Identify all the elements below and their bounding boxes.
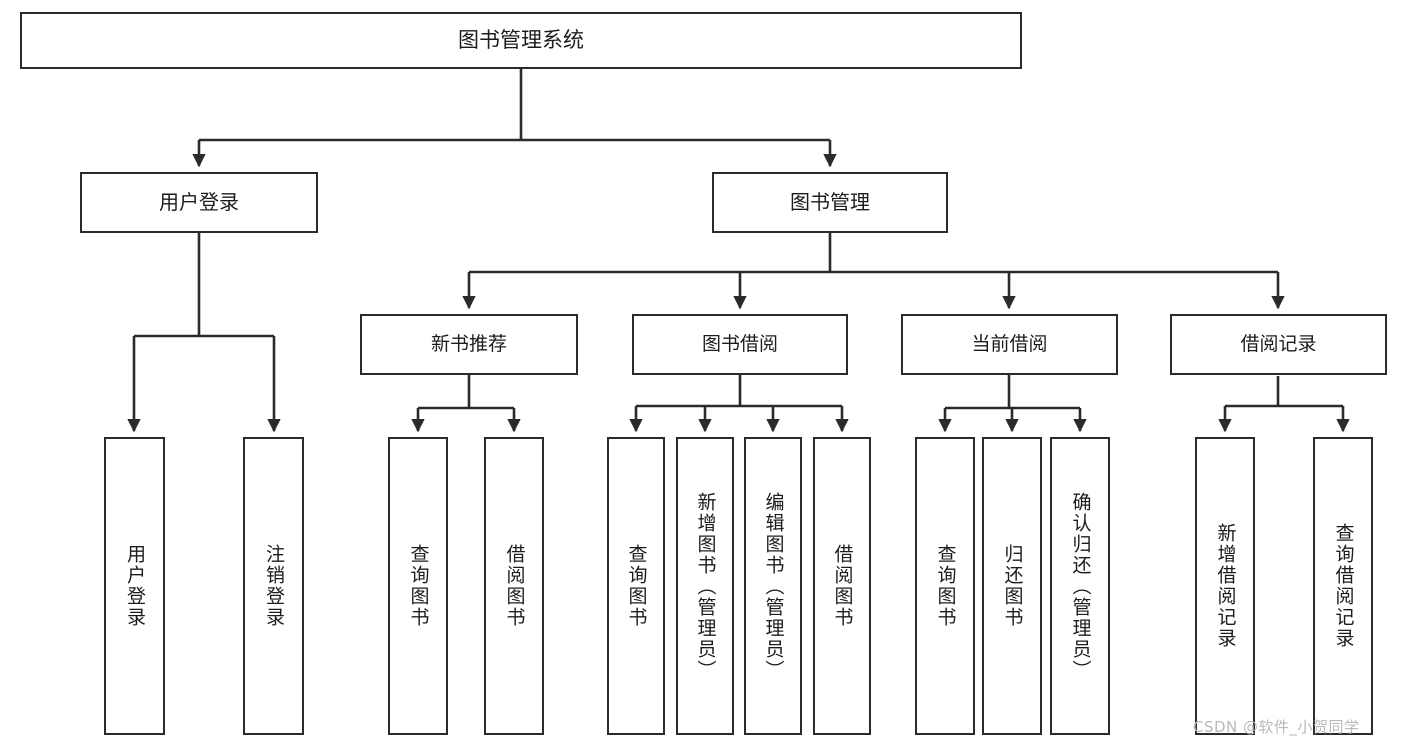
leaf-return-book[interactable]: 归还图书 xyxy=(982,437,1042,735)
leaf-add-borrow-record[interactable]: 新增借阅记录 xyxy=(1195,437,1255,735)
node-root-system[interactable]: 图书管理系统 xyxy=(20,12,1022,69)
node-label: 归还图书 xyxy=(1001,544,1024,628)
node-label: 查询图书 xyxy=(934,544,957,628)
leaf-borrow-book[interactable]: 借阅图书 xyxy=(813,437,871,735)
node-label: 查询借阅记录 xyxy=(1332,523,1355,649)
node-borrow-record[interactable]: 借阅记录 xyxy=(1170,314,1387,375)
leaf-borrow-book-recommend[interactable]: 借阅图书 xyxy=(484,437,544,735)
leaf-add-book-admin[interactable]: 新增图书（管理员） xyxy=(676,437,734,735)
node-current-borrow[interactable]: 当前借阅 xyxy=(901,314,1118,375)
node-label: 用户登录 xyxy=(159,189,239,214)
node-book-management[interactable]: 图书管理 xyxy=(712,172,948,233)
node-label: 查询图书 xyxy=(407,544,430,628)
leaf-query-book-current[interactable]: 查询图书 xyxy=(915,437,975,735)
node-label: 图书管理 xyxy=(790,189,870,214)
csdn-watermark: CSDN @软件_小贺同学 xyxy=(1193,718,1360,736)
node-new-book-recommend[interactable]: 新书推荐 xyxy=(360,314,578,375)
node-label: 当前借阅 xyxy=(971,333,1048,356)
node-label: 图书借阅 xyxy=(701,333,778,356)
leaf-logout[interactable]: 注销登录 xyxy=(243,437,304,735)
node-label: 借阅图书 xyxy=(503,544,526,628)
node-label: 借阅图书 xyxy=(831,544,854,628)
node-label: 新增图书（管理员） xyxy=(694,491,717,681)
node-label: 编辑图书（管理员） xyxy=(762,491,785,681)
node-label: 图书管理系统 xyxy=(458,28,584,53)
node-label: 确认归还（管理员） xyxy=(1069,491,1092,681)
node-book-borrow[interactable]: 图书借阅 xyxy=(632,314,848,375)
leaf-user-login[interactable]: 用户登录 xyxy=(104,437,165,735)
node-label: 新增借阅记录 xyxy=(1214,523,1237,649)
leaf-query-borrow-record[interactable]: 查询借阅记录 xyxy=(1313,437,1373,735)
node-label: 借阅记录 xyxy=(1240,333,1317,356)
leaf-query-book-recommend[interactable]: 查询图书 xyxy=(388,437,448,735)
node-user-login[interactable]: 用户登录 xyxy=(80,172,318,233)
node-label: 用户登录 xyxy=(124,544,146,628)
leaf-edit-book-admin[interactable]: 编辑图书（管理员） xyxy=(744,437,802,735)
node-label: 注销登录 xyxy=(263,544,285,628)
node-label: 新书推荐 xyxy=(430,333,507,356)
node-label: 查询图书 xyxy=(625,544,648,628)
leaf-query-book-borrow[interactable]: 查询图书 xyxy=(607,437,665,735)
leaf-confirm-return-admin[interactable]: 确认归还（管理员） xyxy=(1050,437,1110,735)
